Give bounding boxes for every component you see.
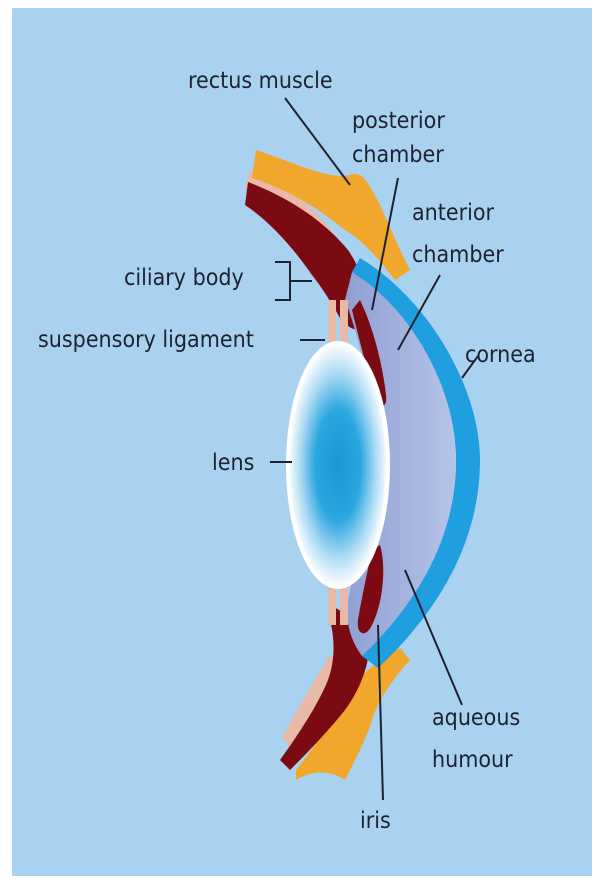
label-aqueous-humour-line1: aqueous [432,705,520,731]
label-anterior-chamber-line1: anterior [412,200,495,226]
label-posterior-chamber-line2: chamber [352,142,444,168]
label-anterior-chamber-line2: chamber [412,242,504,268]
label-iris: iris [360,808,391,834]
label-suspensory-ligament: suspensory ligament [38,327,254,353]
label-aqueous-humour-line2: humour [432,747,513,773]
label-ciliary-body: ciliary body [124,265,244,291]
label-lens: lens [212,450,254,476]
label-rectus-muscle: rectus muscle [188,68,333,94]
label-posterior-chamber-line1: posterior [352,108,445,134]
lens-shape [288,343,388,587]
label-cornea: cornea [465,342,536,368]
